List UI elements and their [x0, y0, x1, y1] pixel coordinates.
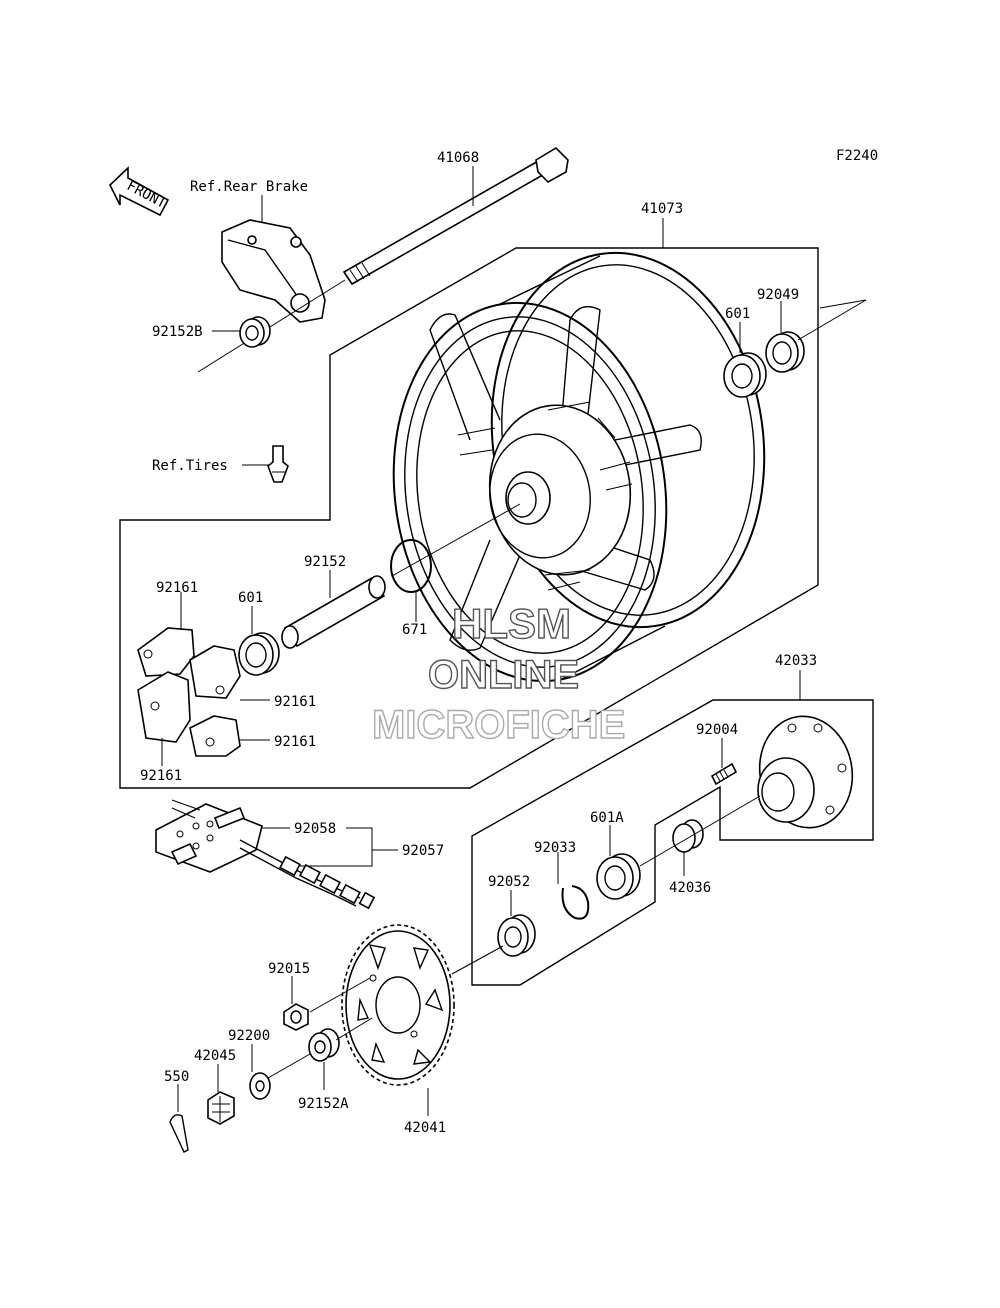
part-label-damper-top: 92161 [156, 580, 198, 596]
chain-part [239, 839, 376, 910]
oil-seal-92052-part [497, 914, 536, 957]
part-label-o-ring: 671 [402, 622, 427, 638]
part-label-chain-link: 92058 [294, 821, 336, 837]
sleeve-part [281, 575, 386, 649]
part-label-oil-seal-right: 92049 [757, 287, 799, 303]
cotter-pin-part [169, 1114, 189, 1153]
o-ring-part [390, 539, 432, 593]
part-label-coupling: 42033 [775, 653, 817, 669]
part-label-damper-lower: 92161 [274, 734, 316, 750]
part-label-damper-bottom: 92161 [140, 768, 182, 784]
part-label-axle: 41068 [437, 150, 479, 166]
caliper-bracket-part [221, 219, 326, 323]
part-label-cotter-pin: 550 [164, 1069, 189, 1085]
part-label-collar-42036: 42036 [669, 880, 711, 896]
figure-code: F2240 [836, 148, 878, 164]
bearing-601a-part [596, 853, 641, 900]
part-label-bearing-left: 601 [238, 590, 263, 606]
part-label-bearing-right: 601 [725, 306, 750, 322]
stud-part [710, 762, 738, 786]
coupling-group-frame [471, 699, 874, 986]
chain-link-part [155, 803, 263, 873]
ref-tires-label: Ref.Tires [152, 458, 228, 474]
part-label-chain: 92057 [402, 843, 444, 859]
washer-part [249, 1072, 271, 1100]
nut-part [283, 1003, 309, 1031]
part-label-oil-seal-92052: 92052 [488, 874, 530, 890]
part-label-collar-92152b: 92152B [152, 324, 203, 340]
watermark-line3: MICROFICHE [372, 703, 625, 747]
rear-wheel-part [392, 251, 766, 683]
bearing-left-part [238, 632, 280, 676]
circlip-part [561, 885, 590, 920]
wheel-group-frame [119, 247, 819, 789]
part-label-bearing-601a: 601A [590, 810, 624, 826]
castle-nut-part [207, 1091, 235, 1125]
part-label-circlip: 92033 [534, 840, 576, 856]
axle-part [342, 146, 569, 286]
watermark-line1: HLSM [452, 600, 571, 647]
part-label-sleeve: 92152 [304, 554, 346, 570]
part-label-damper-mid: 92161 [274, 694, 316, 710]
collar-92152b-part [239, 316, 271, 348]
sprocket-part [341, 924, 455, 1086]
tire-valve-part [267, 445, 289, 483]
bearing-right-part [723, 352, 767, 398]
coupling-part [757, 715, 854, 829]
front-arrow-icon: FRONT [109, 166, 169, 217]
part-label-stud: 92004 [696, 722, 738, 738]
collar-42036-part [672, 819, 704, 853]
ref-rear-brake-label: Ref.Rear Brake [190, 179, 308, 195]
part-label-collar-92152a: 92152A [298, 1096, 349, 1112]
part-label-wheel: 41073 [641, 201, 683, 217]
part-label-castle-nut: 42045 [194, 1048, 236, 1064]
watermark-line2: ONLINE [428, 653, 579, 697]
part-label-washer: 92200 [228, 1028, 270, 1044]
collar-92152a-part [308, 1028, 340, 1062]
damper-rubbers-part [137, 627, 241, 757]
part-label-nut: 92015 [268, 961, 310, 977]
part-label-sprocket: 42041 [404, 1120, 446, 1136]
oil-seal-right-part [765, 331, 805, 373]
